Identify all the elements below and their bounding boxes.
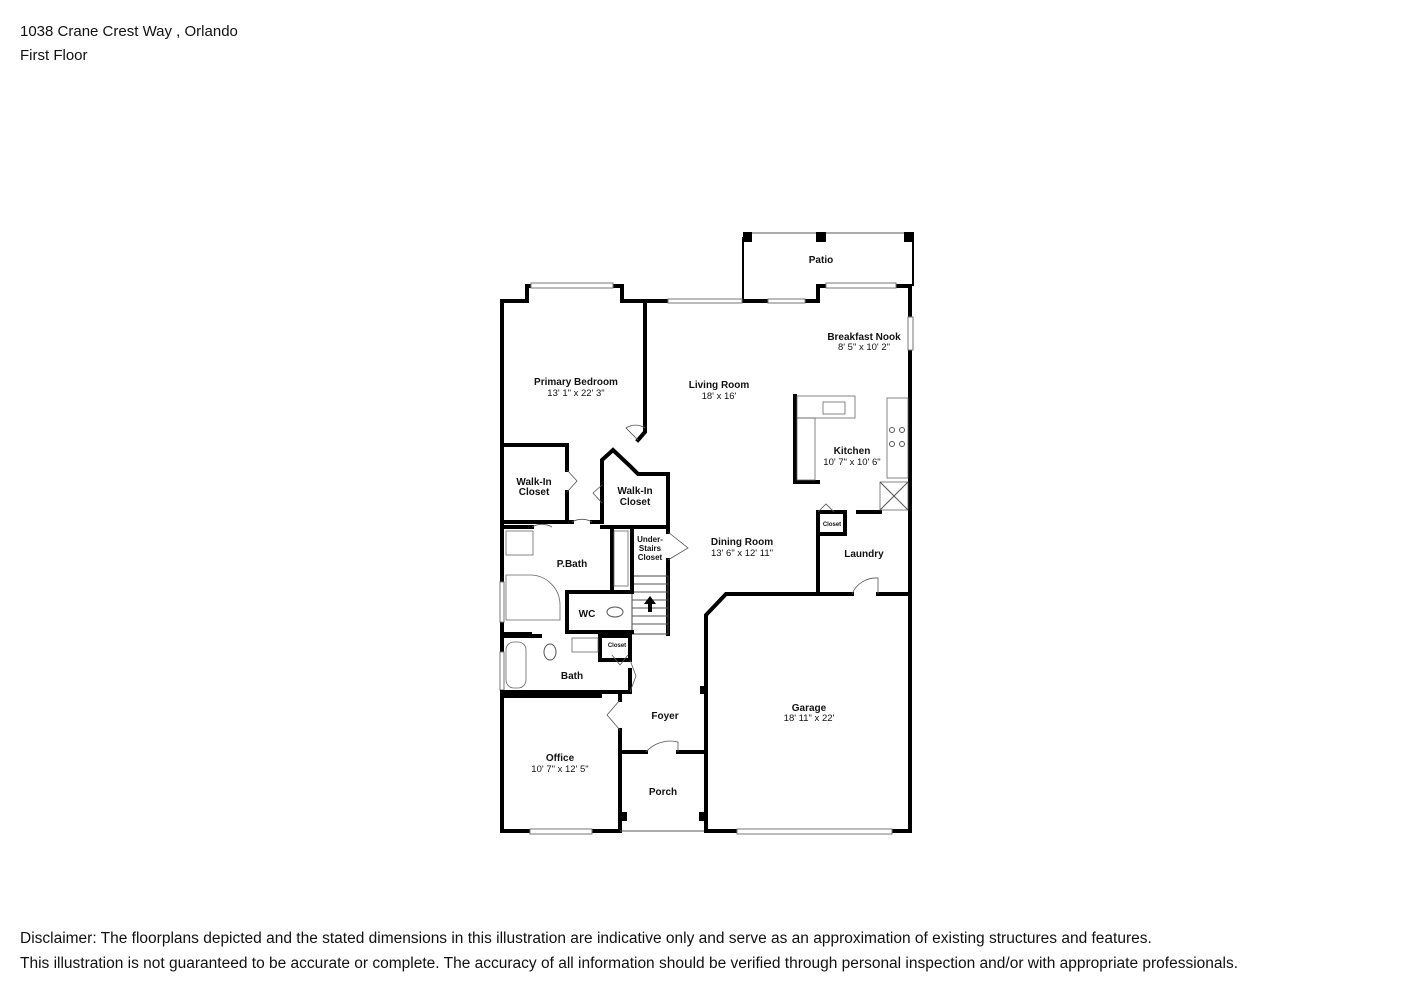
- disclaimer-line-2: This illustration is not guaranteed to b…: [20, 955, 1239, 972]
- porch-post: [699, 812, 706, 821]
- shower-icon: [505, 530, 534, 556]
- under-stairs-closet-label: Closet: [638, 553, 663, 562]
- bath-label: Bath: [561, 671, 583, 682]
- porch-post: [620, 812, 627, 821]
- garage-label: Garage: [792, 703, 827, 714]
- walk-in-closet-label: Walk-In: [516, 477, 551, 488]
- staircase: [631, 575, 669, 635]
- fixtures: [502, 395, 909, 821]
- laundry-label: Laundry: [844, 549, 884, 560]
- kitchen-counter: [796, 417, 816, 481]
- walk-in-closet-label: Walk-In: [617, 486, 652, 497]
- patio-post: [816, 232, 826, 242]
- patio-post: [743, 232, 752, 242]
- bathtub-icon: [505, 641, 527, 689]
- office-label: Office: [546, 753, 575, 764]
- foyer-label: Foyer: [651, 711, 678, 722]
- garage-dims: 18' 11" x 22': [784, 713, 835, 724]
- stove-burner-icon: [899, 427, 905, 433]
- primary-bedroom-dims: 13' 1" x 22' 3": [547, 388, 604, 399]
- walk-in-closet-label: Closet: [519, 487, 550, 498]
- stove-burner-icon: [889, 441, 895, 447]
- patio-post: [904, 232, 914, 242]
- patio-label: Patio: [809, 255, 833, 266]
- property-address: 1038 Crane Crest Way , Orlando: [20, 23, 238, 40]
- bath-closet-label: Closet: [608, 643, 626, 649]
- breakfast-nook-dims: 8' 5" x 10' 2": [838, 342, 890, 353]
- exterior-walls: [500, 284, 912, 833]
- wc-label: WC: [579, 609, 596, 620]
- toilet-icon: [606, 606, 624, 618]
- kitchen-counter: [886, 397, 909, 479]
- dining-room-label: Dining Room: [711, 537, 773, 548]
- doors: [531, 424, 879, 753]
- refrigerator-icon: [879, 481, 909, 511]
- breakfast-nook-label: Breakfast Nook: [827, 332, 901, 343]
- patio-area: [742, 232, 914, 301]
- disclaimer-line-1: Disclaimer: The floorplans depicted and …: [20, 930, 1152, 947]
- stove-burner-icon: [889, 427, 895, 433]
- living-room-dims: 18' x 16': [702, 391, 737, 402]
- sink-icon: [571, 637, 599, 653]
- stove-burner-icon: [899, 441, 905, 447]
- up-arrow-icon: [644, 596, 656, 612]
- primary-bedroom-label: Primary Bedroom: [534, 377, 618, 388]
- toilet-icon: [543, 643, 557, 661]
- dining-room-dims: 13' 6" x 12' 11": [711, 548, 773, 559]
- sink-icon: [822, 401, 846, 415]
- corner-tub-icon: [505, 574, 561, 621]
- interior-walls: [500, 299, 912, 833]
- room-labels: Patio Breakfast Nook 8' 5" x 10' 2" Prim…: [516, 255, 901, 798]
- porch-label: Porch: [649, 787, 677, 798]
- walk-in-closet-label: Closet: [620, 497, 651, 508]
- office-dims: 10' 7" x 12' 5": [531, 764, 588, 775]
- under-stairs-closet-label: Stairs: [639, 544, 662, 553]
- windows: [499, 282, 914, 835]
- floor-label: First Floor: [20, 47, 88, 64]
- vanity-icon: [613, 530, 629, 587]
- kitchen-label: Kitchen: [834, 446, 871, 457]
- kitchen-counter: [796, 395, 856, 419]
- kitchen-dims: 10' 7" x 10' 6": [823, 457, 880, 468]
- under-stairs-closet-label: Under-: [637, 535, 663, 544]
- kitchen-closet-label: Closet: [823, 522, 841, 528]
- p-bath-label: P.Bath: [557, 559, 587, 570]
- living-room-label: Living Room: [689, 380, 750, 391]
